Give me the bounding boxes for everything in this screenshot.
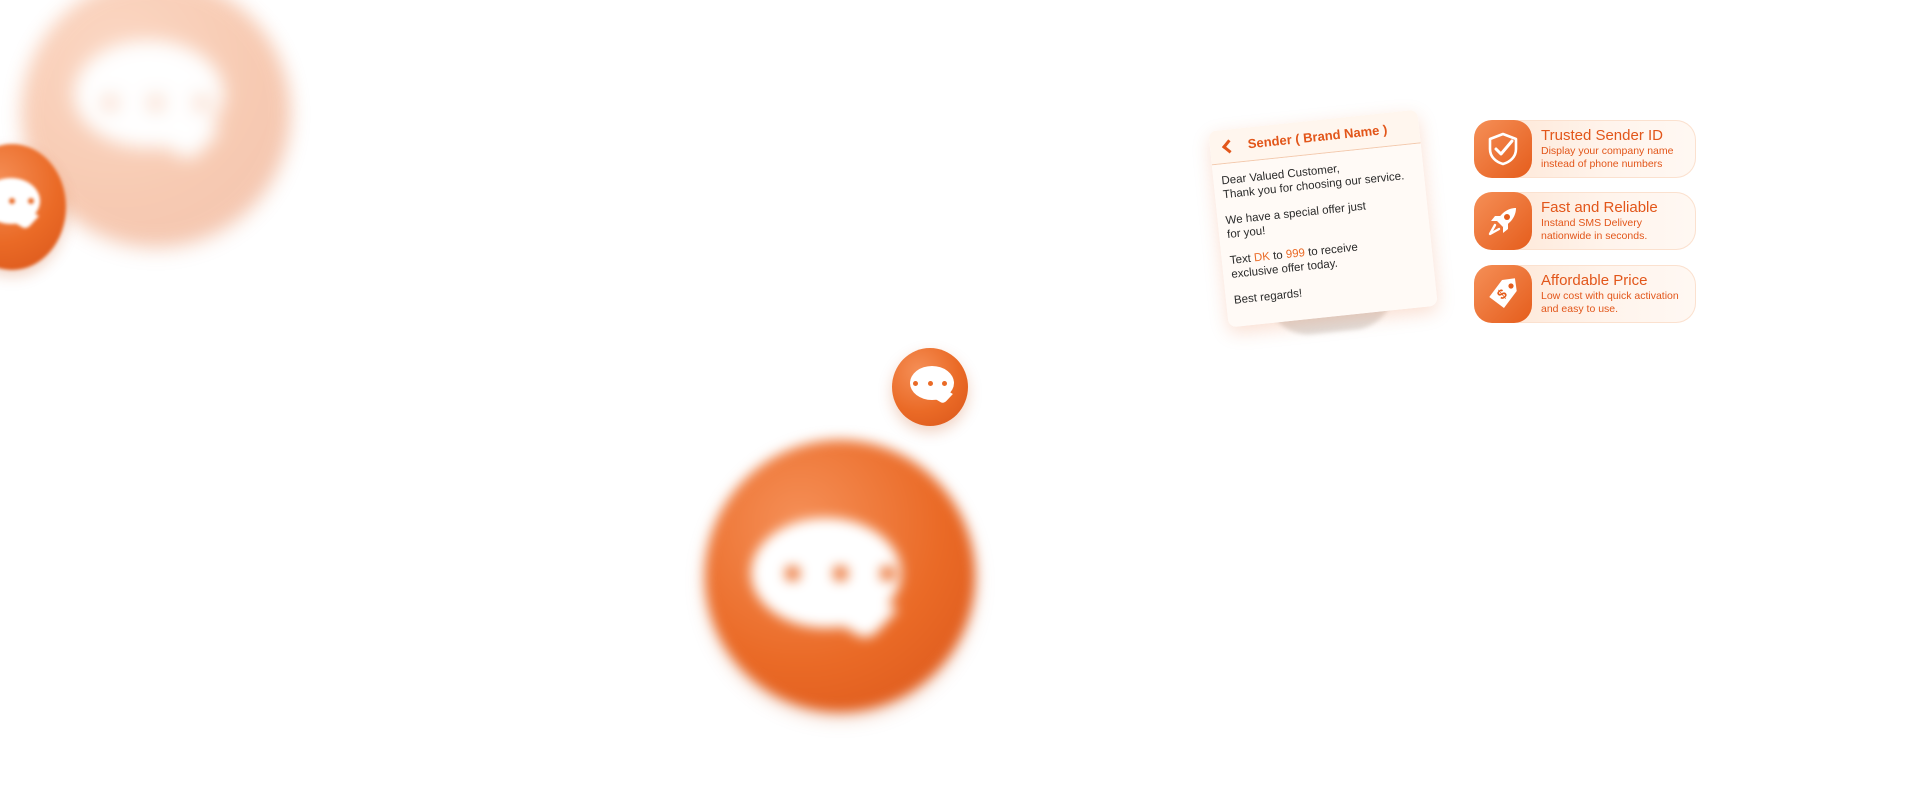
feature-text: Trusted Sender ID Display your company n… (1532, 127, 1673, 171)
chat-bubble-icon (892, 348, 968, 426)
to-word: to (1272, 249, 1284, 263)
feature-title: Fast and Reliable (1541, 199, 1658, 216)
text-prefix: Text (1229, 252, 1252, 267)
shortcode: 999 (1285, 247, 1306, 262)
feature-text: Fast and Reliable Instand SMS Delivery n… (1532, 199, 1658, 243)
greeting-paragraph: Dear Valued Customer, Thank you for choo… (1221, 154, 1417, 202)
offer-line: We have a special offer just (1225, 200, 1367, 228)
shield-check-icon (1474, 120, 1532, 178)
feature-desc: Display your company name (1541, 145, 1674, 157)
feature-desc: Low cost with quick activation (1541, 290, 1679, 302)
sender-title: Sender ( Brand Name ) (1247, 121, 1388, 152)
feature-fast-reliable: Fast and Reliable Instand SMS Delivery n… (1474, 192, 1696, 250)
feature-desc: nationwide in seconds. (1541, 230, 1648, 242)
chevron-left-icon[interactable] (1221, 138, 1236, 153)
feature-affordable-price: $ Affordable Price Low cost with quick a… (1474, 265, 1696, 323)
rocket-icon (1474, 192, 1532, 250)
chat-bubble-icon (22, 0, 290, 246)
feature-desc: and easy to use. (1541, 303, 1619, 315)
feature-title: Affordable Price (1541, 272, 1648, 289)
offer-line: for you! (1226, 225, 1266, 242)
receive-suffix: to receive (1307, 241, 1359, 259)
closing-line: Best regards! (1233, 287, 1303, 307)
price-tag-icon: $ (1474, 265, 1532, 323)
feature-trusted-sender: Trusted Sender ID Display your company n… (1474, 120, 1696, 178)
feature-desc: instead of phone numbers (1541, 158, 1663, 170)
instruction-paragraph: Text DK to 999 to receive exclusive offe… (1229, 234, 1425, 282)
offer-paragraph: We have a special offer just for you! (1225, 194, 1421, 242)
sms-body: Dear Valued Customer, Thank you for choo… (1211, 143, 1438, 328)
feature-text: Affordable Price Low cost with quick act… (1532, 272, 1679, 316)
keyword: DK (1253, 250, 1271, 265)
sms-preview-card: Sender ( Brand Name ) Dear Valued Custom… (1208, 109, 1438, 328)
feature-desc: Instand SMS Delivery (1541, 217, 1642, 229)
chat-bubble-icon (705, 440, 975, 712)
feature-title: Trusted Sender ID (1541, 127, 1663, 144)
